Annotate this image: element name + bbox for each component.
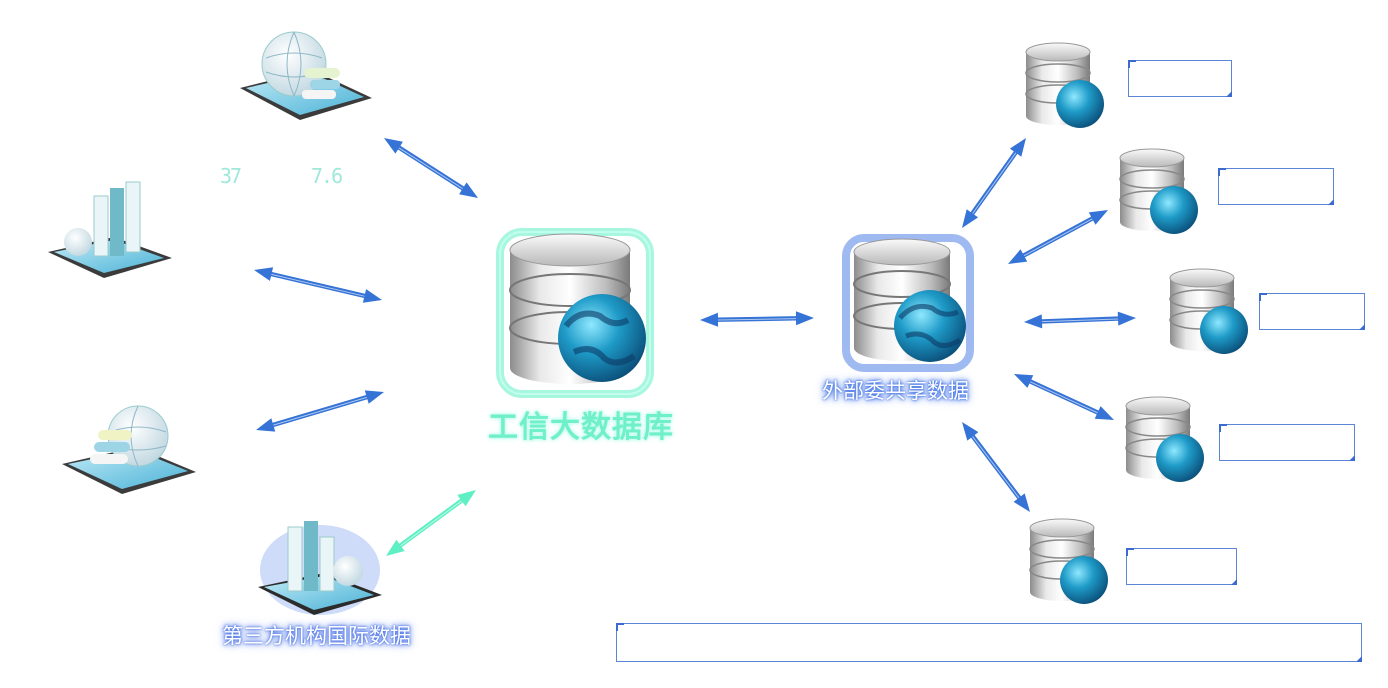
dept-label-box-3: [1259, 293, 1365, 330]
dept-database-icon-2: [1119, 148, 1198, 234]
arrow-source1-central-highlight: [398, 147, 463, 189]
stat-left: 37: [220, 164, 242, 188]
dept-database-icon-5: [1029, 518, 1108, 604]
dept-label-box-5: [1126, 548, 1237, 585]
dept-label-box-4: [1219, 424, 1355, 461]
arrow-external-dept4-highlight: [1030, 381, 1098, 414]
dept-database-icon-3: [1169, 268, 1248, 354]
arrow-external-dept1-highlight: [972, 152, 1017, 214]
dept-label-box-2: [1218, 168, 1334, 205]
third-party-label: 第三方机构国际数据: [222, 624, 411, 648]
stat-right: 7.6: [311, 164, 343, 188]
external-database-icon: [842, 234, 974, 372]
central-label: 工信大数据库: [488, 410, 674, 445]
footer-box: [616, 623, 1362, 662]
arrow-source3-central-highlight: [273, 396, 367, 426]
globe-tablet-icon: [62, 405, 196, 494]
arrow-central-external-highlight: [717, 318, 797, 321]
dept-label-box-1: [1128, 60, 1232, 97]
arrow-third-party-central-highlight: [400, 500, 462, 547]
arrow-external-dept3-highlight: [1041, 318, 1119, 323]
arrow-source2-central-highlight: [271, 273, 365, 297]
bar-chart-tablet-icon: [48, 181, 172, 278]
globe-tablet-icon: [240, 31, 372, 120]
central-database-icon: [496, 228, 654, 398]
external-label: 外部委共享数据: [822, 379, 969, 403]
arrow-external-dept5-highlight: [972, 436, 1020, 499]
dept-database-icon-1: [1025, 42, 1104, 128]
bar-chart-tablet-icon: [258, 521, 382, 615]
dept-database-icon-4: [1125, 396, 1204, 482]
arrow-external-dept2-highlight: [1023, 218, 1093, 257]
